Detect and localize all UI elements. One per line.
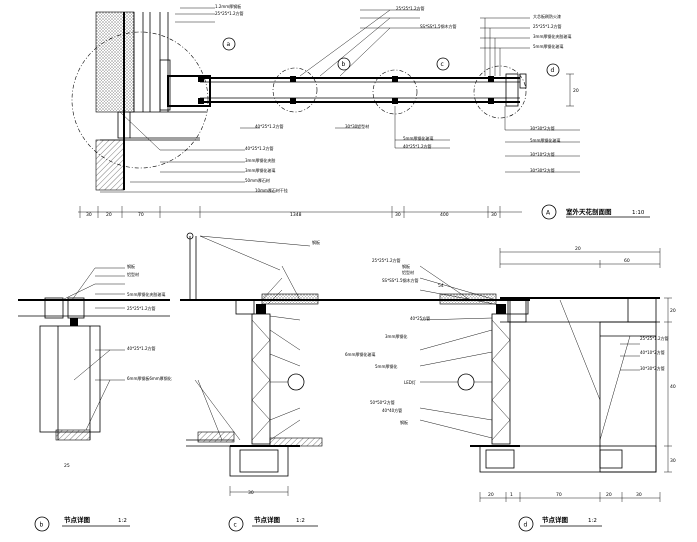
label-left4: 3mm厚钢化夹胶 xyxy=(245,157,275,163)
section-c-bubble-label: c xyxy=(234,522,237,529)
section-b-bubble xyxy=(34,516,50,532)
section-a-bubble-label: A xyxy=(546,210,551,217)
label-d2: 30*30*2方管 xyxy=(640,365,665,371)
svg-text:c: c xyxy=(441,61,444,68)
label-br2: 5mm厚钢化玻璃 xyxy=(530,137,560,143)
dim-a0: 30 xyxy=(86,212,92,218)
label-b1: 铝型材 xyxy=(127,271,139,277)
label-bot2: 40*25*1.2方管 xyxy=(403,143,432,149)
label-c-top: 钢板 xyxy=(312,239,320,245)
label-b0: 钢板 xyxy=(127,263,135,269)
section-c-title: 节点详图 xyxy=(254,515,281,524)
section-a-scale: 1:10 xyxy=(632,210,645,216)
label-left5: 3mm厚钢化玻璃 xyxy=(245,167,275,173)
dim-d3: 20 xyxy=(606,492,612,498)
dim-d4: 30 xyxy=(636,492,642,498)
detail-circle-d xyxy=(473,65,527,119)
label-top-mid2: SS*SS*1.5钢木方管 xyxy=(420,23,457,29)
label-br4: 30*30*2方管 xyxy=(530,167,555,173)
label-b2: 5mm厚钢化夹胶玻璃 xyxy=(127,291,165,297)
label-r4: 5mm厚钢化玻璃 xyxy=(533,43,563,49)
section-d-detail: 25*25*1.2方管 40*10*2方管 30*30*2方管 20 60 20… xyxy=(479,246,676,532)
section-b-title: 节点详图 xyxy=(64,515,91,524)
label-c6: 6mm厚钢化玻璃 xyxy=(345,351,375,357)
svg-text:b: b xyxy=(342,61,346,68)
section-d-scale: 1:2 xyxy=(588,518,597,524)
label-top-mid: 25*25*1.2方管 xyxy=(396,5,425,11)
label-c4: 40*25方管 xyxy=(410,315,430,321)
label-left6: 50mm厚石材 xyxy=(245,177,270,183)
section-a-ceiling-section: a b c d xyxy=(71,3,650,220)
label-d0: 25*25*1.2方管 xyxy=(640,335,669,341)
section-b-bubble-label: b xyxy=(40,522,44,529)
label-top-left: 1.2mm厚钢板 xyxy=(215,3,241,9)
label-d1: 40*10*2方管 xyxy=(640,349,665,355)
label-bot1: 5mm厚钢化玻璃 xyxy=(403,135,433,141)
label-c7: 5mm厚钢化 xyxy=(375,363,397,369)
dim-d-side0: 20 xyxy=(670,308,676,314)
section-d-bubble xyxy=(518,516,534,532)
dim-a2: 70 xyxy=(138,212,144,218)
dim-d-side1: 40 xyxy=(670,384,676,390)
label-c3: SS*SS*1.5钢木方管 xyxy=(382,277,419,283)
dim-d-side2: 30 xyxy=(670,458,676,464)
section-c-bubble xyxy=(228,516,244,532)
section-a-title: 室外天花剖面图 xyxy=(566,207,612,216)
detail-circle-c xyxy=(272,67,318,113)
label-c5: 3mm厚钢化 xyxy=(385,333,407,339)
label-r3: 3mm厚钢化夹胶玻璃 xyxy=(533,33,571,39)
section-b-scale: 1:2 xyxy=(118,518,127,524)
dim-d-top1: 60 xyxy=(624,258,630,264)
side-dim-1: 20 xyxy=(573,88,579,94)
dim-a5: 400 xyxy=(440,212,449,218)
dim-d-top0: 20 xyxy=(575,246,581,252)
stone-wall xyxy=(95,11,135,113)
section-c-scale: 1:2 xyxy=(296,518,305,524)
dim-d2: 70 xyxy=(556,492,562,498)
section-d-title: 节点详图 xyxy=(542,515,569,524)
label-br3: 30*10*2方管 xyxy=(530,151,555,157)
label-c2: 铝型材 xyxy=(402,269,414,275)
label-b5: 6mm厚钢板6mm厚钢化 xyxy=(127,375,172,381)
dim-c-side: 54 xyxy=(438,283,444,289)
dim-a1: 20 xyxy=(106,212,112,218)
label-left3: 40*25*1.2方管 xyxy=(245,145,274,151)
label-c8: LED灯 xyxy=(404,379,416,385)
svg-text:a: a xyxy=(227,41,231,48)
detail-circle-b xyxy=(71,31,209,169)
dim-c: 30 xyxy=(248,490,254,496)
dim-d1: 1 xyxy=(510,492,513,498)
label-left7: 10mm厚石材干挂 xyxy=(255,187,288,193)
label-mid: 30*30铝型材 xyxy=(345,123,369,129)
label-b3: 25*25*1.2方管 xyxy=(127,305,156,311)
section-d-bubble-label: d xyxy=(524,522,528,529)
dim-a4: 30 xyxy=(395,212,401,218)
label-b4: 40*25*1.2方管 xyxy=(127,345,156,351)
dim-d0: 20 xyxy=(488,492,494,498)
dim-b: 25 xyxy=(64,463,70,469)
label-c9: 50*50*2方管 xyxy=(370,399,395,405)
label-c0: 25*25*1.2方管 xyxy=(372,257,401,263)
label-r2: 25*25*1.2方管 xyxy=(533,23,562,29)
section-a-bubble xyxy=(541,204,557,220)
section-b-detail: 钢板 铝型材 5mm厚钢化夹胶玻璃 25*25*1.2方管 40*25*1.2方… xyxy=(18,263,172,532)
label-left1: 40*25*1.2方管 xyxy=(255,123,284,129)
detail-circle-c2 xyxy=(372,69,418,115)
label-top-left2: 25*25*1.2方管 xyxy=(215,10,244,16)
svg-text:d: d xyxy=(551,67,555,74)
label-r1: 大芯板刷防火漆 xyxy=(533,13,561,19)
dim-a6: 30 xyxy=(491,212,497,218)
section-c-detail: 钢板 xyxy=(180,232,530,532)
label-c10: 40*40方管 xyxy=(382,407,402,413)
label-c11: 钢板 xyxy=(400,419,408,425)
dim-a3: 1348 xyxy=(290,212,302,218)
label-br1: 30*30*2方管 xyxy=(530,125,555,131)
label-c1: 钢板 xyxy=(402,263,410,269)
